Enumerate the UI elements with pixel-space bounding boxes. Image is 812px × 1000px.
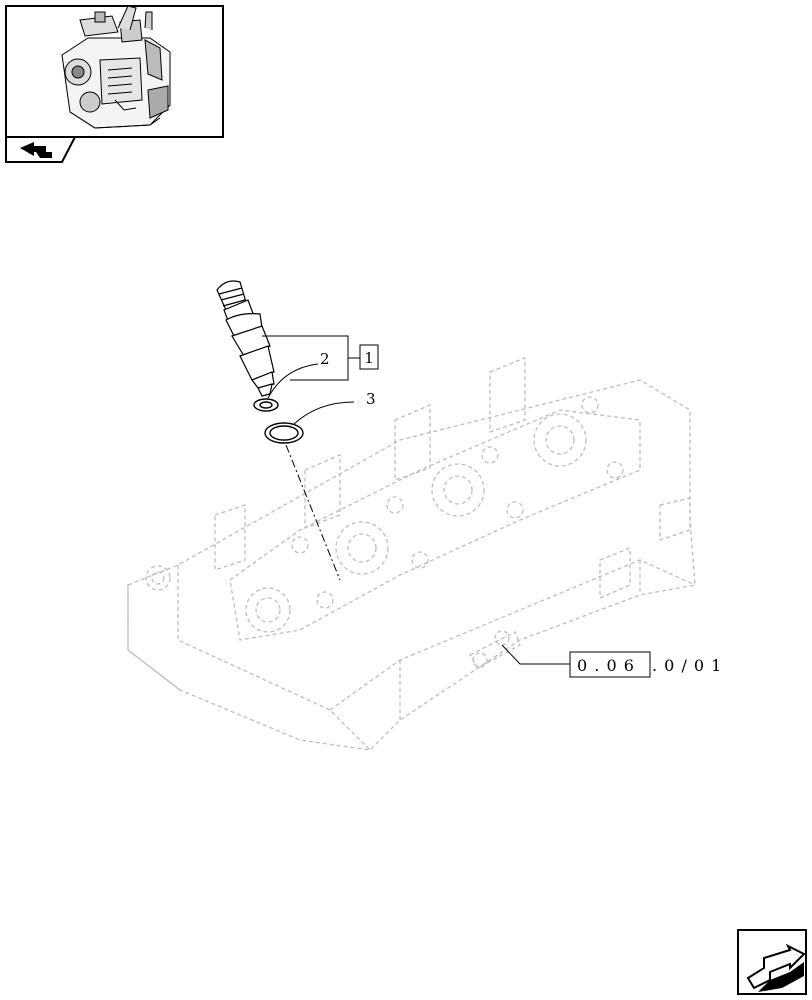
cylinder-head-outline: [127, 357, 696, 751]
reference-link[interactable]: 0 . 0 6 . 0 / 0 1: [569, 651, 722, 678]
injector-part-1[interactable]: [216, 280, 275, 397]
callout-leaders: [262, 335, 570, 665]
callout-label-1: 1: [364, 349, 374, 367]
back-arrow-icon: [20, 142, 52, 158]
next-nav-button[interactable]: [737, 929, 807, 995]
engine-thumbnail[interactable]: [5, 5, 224, 138]
reference-boxed: 0 . 0 6: [577, 656, 635, 675]
washer-part-3[interactable]: [264, 422, 304, 444]
reference-suffix: . 0 / 0 1: [652, 656, 722, 675]
callout-label-2[interactable]: 2: [320, 350, 330, 368]
o-ring-part-2[interactable]: [253, 398, 279, 412]
callout-label-3[interactable]: 3: [366, 390, 376, 408]
back-nav-button[interactable]: [5, 136, 77, 163]
callout-part-1[interactable]: 1: [359, 344, 379, 370]
engine-thumbnail-icon: [61, 5, 171, 129]
installation-axis-line: [285, 444, 341, 581]
forward-arrow-icon: [746, 943, 806, 992]
